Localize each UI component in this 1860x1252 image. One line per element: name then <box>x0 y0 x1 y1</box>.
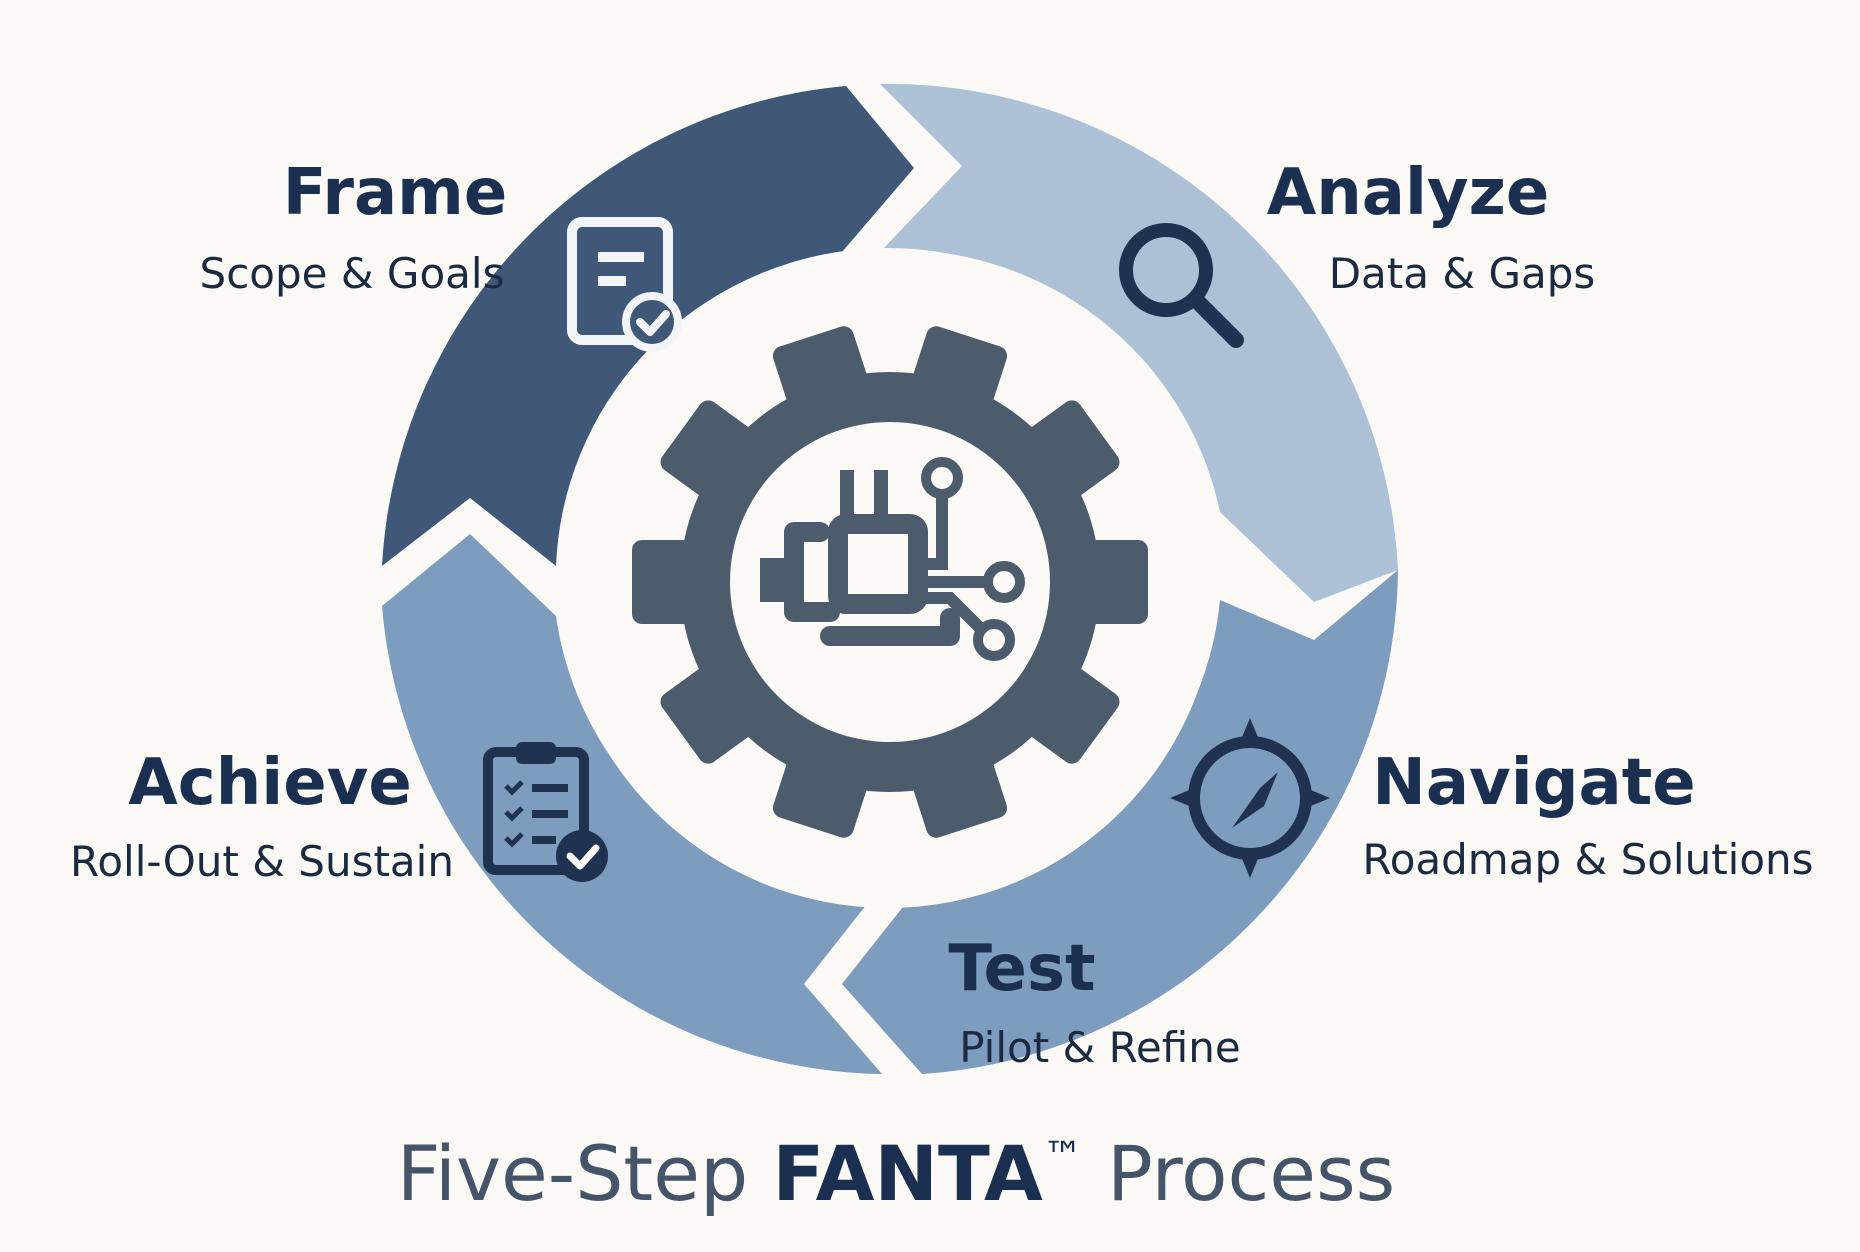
clipboard-check-icon <box>483 742 608 882</box>
title-suffix: Process <box>1083 1129 1395 1218</box>
diagram-title: Five-Step FANTA™ Process <box>397 1129 1396 1218</box>
step-subtitle-achieve: Roll-Out & Sustain <box>70 837 454 886</box>
step-title-frame: Frame <box>283 156 507 230</box>
segment-achieve <box>382 534 882 1074</box>
step-subtitle-test: Pilot & Refine <box>959 1023 1240 1072</box>
magnifier-icon <box>1119 223 1244 348</box>
step-title-test: Test <box>948 932 1095 1006</box>
document-check-icon <box>567 217 682 352</box>
step-subtitle-navigate: Roadmap & Solutions <box>1362 835 1813 884</box>
step-title-achieve: Achieve <box>128 746 412 820</box>
step-title-navigate: Navigate <box>1372 746 1695 820</box>
segment-analyze <box>880 83 1398 603</box>
step-subtitle-frame: Scope & Goals <box>200 249 505 298</box>
title-prefix: Five-Step <box>397 1129 773 1218</box>
compass-icon <box>1170 718 1330 878</box>
step-title-analyze: Analyze <box>1267 156 1550 230</box>
title-brand: FANTA <box>772 1129 1043 1218</box>
segment-navigate-test <box>842 570 1398 1074</box>
step-subtitle-analyze: Data & Gaps <box>1329 249 1596 298</box>
gear-circuit-icon <box>632 326 1148 838</box>
title-trademark: ™ <box>1043 1134 1083 1180</box>
